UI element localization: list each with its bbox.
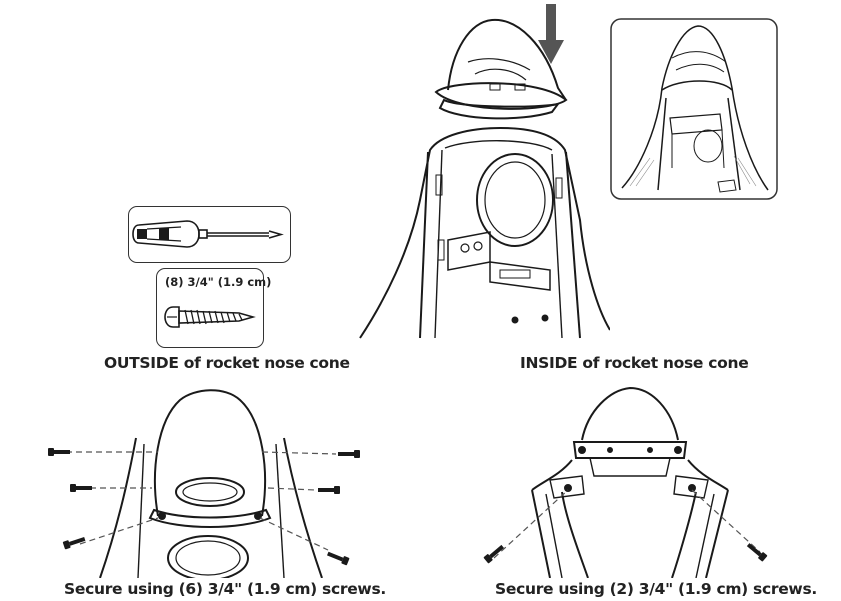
screw-icon — [338, 450, 360, 458]
inset-detail-drawing — [610, 18, 778, 200]
inset-hatch — [629, 155, 757, 187]
secure-two-caption: Secure using (2) 3/4" (1.9 cm) screws. — [495, 580, 817, 598]
nose-cone-part — [434, 18, 568, 120]
screw-icon — [746, 543, 768, 562]
screw-icon — [483, 544, 504, 564]
outside-assembly-drawing — [48, 389, 360, 578]
down-arrow-icon — [538, 4, 564, 64]
inside-nose-cone — [531, 386, 729, 578]
screw-icon — [48, 448, 70, 456]
screw-guide-lines — [66, 451, 337, 551]
screws-six — [48, 448, 360, 566]
screw-count-label: (8) 3/4" (1.9 cm) — [165, 275, 272, 289]
inside-assembly-view — [470, 380, 790, 578]
exploded-view — [340, 0, 610, 345]
rocket-body-part — [359, 126, 610, 339]
screw-icon — [318, 486, 340, 494]
outside-assembly-view — [40, 380, 380, 578]
exploded-view-drawing — [359, 4, 610, 339]
screwdriver-box — [128, 206, 291, 263]
inset-detail-box — [610, 18, 778, 200]
screw-box: (8) 3/4" (1.9 cm) — [156, 268, 271, 348]
secure-six-caption: Secure using (6) 3/4" (1.9 cm) screws. — [64, 580, 386, 598]
screwdriver-icon — [132, 220, 284, 248]
screw-icon — [164, 306, 256, 328]
assembled-rocket-part — [621, 25, 769, 193]
screw-guide-lines — [493, 489, 761, 559]
screws-two — [483, 543, 768, 564]
inside-assembly-drawing — [483, 386, 768, 578]
outside-caption: OUTSIDE of rocket nose cone — [104, 354, 350, 372]
screw-icon — [327, 551, 350, 566]
screw-icon — [62, 537, 86, 550]
screw-icon — [70, 484, 92, 492]
inside-caption: INSIDE of rocket nose cone — [520, 354, 749, 372]
outside-nose-cone — [99, 389, 323, 578]
